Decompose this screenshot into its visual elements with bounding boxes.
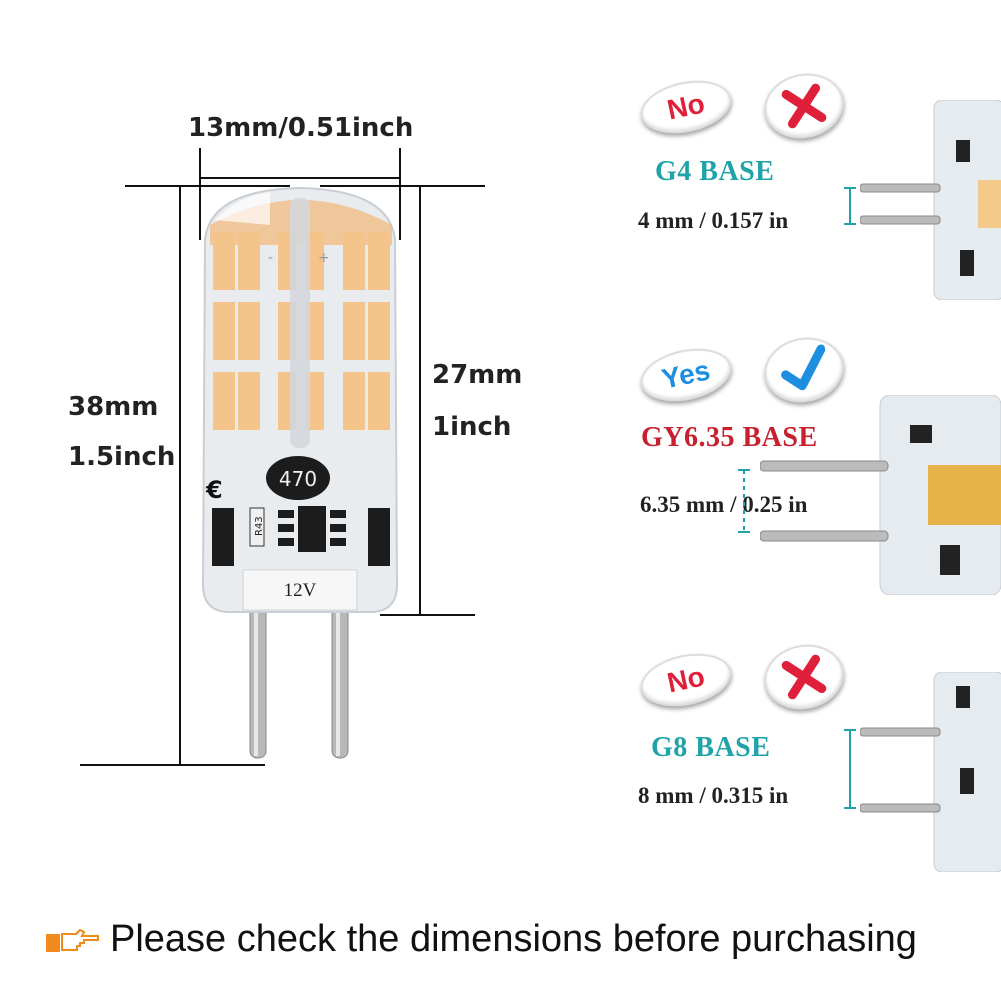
chip-label: R43 — [254, 516, 265, 536]
dimension-lines — [80, 148, 485, 766]
g8-pin-gap-marker — [844, 729, 856, 809]
g8-base-spec: 8 mm / 0.315 in — [638, 783, 789, 808]
g4-pin-gap-marker — [844, 187, 856, 225]
body-in-label: 1inch — [432, 412, 512, 442]
svg-text:-: - — [268, 250, 273, 266]
svg-text:+: + — [318, 250, 330, 266]
footer-notice: Please check the dimensions before purch… — [0, 912, 1001, 972]
smd-components — [212, 506, 390, 566]
height-in-label: 1.5inch — [68, 442, 176, 472]
width-dimension-label: 13mm/0.51inch — [188, 113, 414, 143]
gy635-pin-gap-marker — [738, 469, 750, 533]
g4-base-title: G4 BASE — [655, 156, 775, 187]
red-x-icon — [758, 66, 850, 146]
resistor-label: 470 — [279, 467, 317, 491]
height-mm-label: 38mm — [68, 392, 159, 422]
g8-bulb-photo — [860, 672, 1001, 872]
g4-base-spec: 4 mm / 0.157 in — [638, 208, 789, 233]
g8-base-title: G8 BASE — [651, 732, 771, 763]
pointing-hand-icon — [46, 928, 99, 952]
resistor-component — [266, 456, 330, 500]
yes-badge: Yes — [635, 340, 737, 410]
blue-check-icon — [758, 330, 850, 410]
no-badge-2: No — [635, 645, 737, 715]
g4-bulb-photo — [860, 100, 1001, 300]
gy635-base-title: GY6.35 BASE — [641, 422, 818, 453]
bulb-diagram: - + 470 € R43 12V — [80, 148, 485, 766]
footer-text: Please check the dimensions before purch… — [110, 918, 917, 960]
bulb-pins — [249, 599, 349, 759]
gy635-bulb-photo — [760, 395, 1001, 595]
no-badge: No — [635, 72, 737, 142]
body-mm-label: 27mm — [432, 360, 523, 390]
gy635-base-spec: 6.35 mm / 0.25 in — [640, 492, 808, 517]
led-array — [213, 232, 390, 430]
ce-mark: € — [205, 476, 223, 504]
red-x-icon-2 — [758, 637, 850, 717]
voltage-label: 12V — [284, 580, 317, 601]
